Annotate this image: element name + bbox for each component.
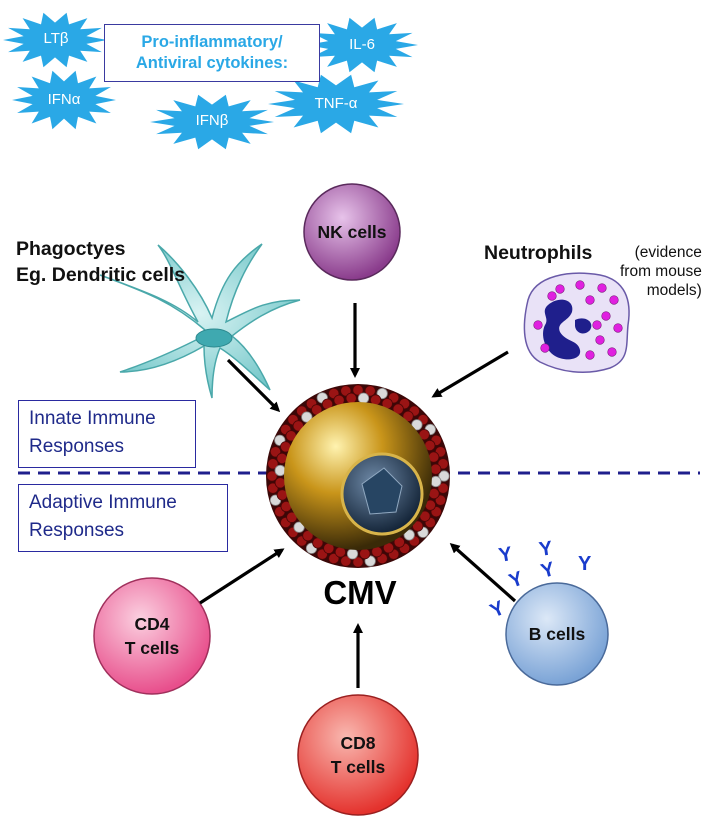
envelope-bead [266,470,278,482]
envelope-bead [293,521,305,533]
granule [595,335,605,345]
envelope-bead [412,520,424,532]
envelope-bead [301,411,313,423]
cd4-line2: T cells [124,638,180,658]
phagocytes-line2: Eg. Dendritic cells [16,264,186,286]
envelope-bead [364,385,376,397]
cytokine-ltb: LTβ [43,30,69,47]
envelope-bead [340,555,352,567]
cytokine-tnfa: TNF-α [314,95,358,112]
arrow-bcell-to-cmv [449,543,517,603]
cytokine-burst-tnfa [268,74,404,134]
arrow-cd4-to-cmv [199,548,285,605]
envelope-bead [274,464,286,477]
cytokine-bursts [3,12,418,150]
cd4-line1: CD4 [134,614,170,634]
antibody-icon: Y [538,537,555,561]
cd8-label: CD8 T cells [308,731,408,779]
granule [592,320,602,330]
arrow-neutrophil-to-cmv [431,350,509,398]
adaptive-line2: Responses [29,520,125,541]
envelope-bead [430,475,442,488]
neutrophil-icon [523,272,630,373]
envelope-bead [411,419,423,431]
adaptive-responses-box: Adaptive Immune Responses [18,484,228,552]
nk-cells-label: NK cells [317,222,387,242]
adaptive-line1: Adaptive Immune [29,492,177,513]
phagocytes-label: Phagoctyes Eg. Dendritic cells [16,236,185,288]
granule [555,284,565,294]
granule [597,283,607,293]
arrow-dendritic-to-cmv [226,358,281,413]
antibody-icon: Y [497,543,515,567]
b-cell-circle [505,582,609,686]
envelope-bead [274,477,286,489]
neutrophils-note-line2: from mouse [620,263,702,280]
cytokines-header-line2: Antiviral cytokines: [135,54,289,72]
envelope-bead [346,548,359,560]
cytokine-ifnb: IFNβ [195,112,229,129]
cd8-cell-circle [297,694,419,816]
cytokine-burst-ifnb [150,94,274,150]
cytokine-burst-ltb [3,12,107,68]
envelope-bead [438,470,450,482]
envelope-bead [437,482,449,494]
granule [607,347,617,357]
neutrophils-note: (evidence from mouse models) [620,243,702,300]
granule [547,291,557,301]
envelope-bead [267,458,279,470]
cytokine-burst-ifna [12,70,116,130]
neutrophil-granules [533,280,623,360]
cd4-label: CD4 T cells [102,612,202,660]
envelope-bead [357,392,370,404]
granule [609,295,619,305]
granule [533,320,543,330]
antibody-icon: Y [578,553,592,575]
granule [585,350,595,360]
envelope-bead [430,463,442,475]
neutrophils-note-line1: (evidence [634,244,702,261]
envelope-bead [302,530,314,542]
cytokine-ifna: IFNα [47,91,81,108]
neutrophils-note-line3: models) [646,282,702,299]
cytokines-header-box: Pro-inflammatory/ Antiviral cytokines: [104,24,320,82]
innate-line2: Responses [29,436,125,457]
envelope-bead [402,410,414,422]
virus-envelope-beads [266,384,450,568]
cytokine-burst-il6 [306,17,418,73]
granule [540,343,550,353]
envelope-bead [403,529,415,541]
granule [601,311,611,321]
neutrophils-label: Neutrophils [484,242,593,264]
cd8-line2: T cells [330,757,386,777]
antibody-icon: Y [506,567,527,592]
antibody-icon: Y [539,558,558,583]
envelope-bead [352,556,364,568]
arrows [199,303,517,688]
cytokine-il6: IL-6 [349,36,375,53]
nk-cell-circle [303,183,401,281]
envelope-bead [292,420,304,432]
b-cells-label: B cells [528,624,586,644]
antibody-icon: Y [487,597,509,623]
envelope-bead [345,392,357,404]
granule [585,295,595,305]
innate-line1: Innate Immune [29,408,156,429]
dendritic-cell-icon [99,243,301,399]
granule [613,323,623,333]
cmv-label: CMV [323,574,397,611]
innate-responses-box: Innate Immune Responses [18,400,196,468]
cd8-line1: CD8 [340,733,376,753]
cd4-cell-circle [93,577,211,695]
phagocytes-line1: Phagoctyes [16,238,126,260]
granule [575,280,585,290]
envelope-bead [359,548,371,560]
cmv-virus-particle [266,384,450,568]
cytokines-header-line1: Pro-inflammatory/ [141,33,283,51]
envelope-bead [352,384,364,396]
